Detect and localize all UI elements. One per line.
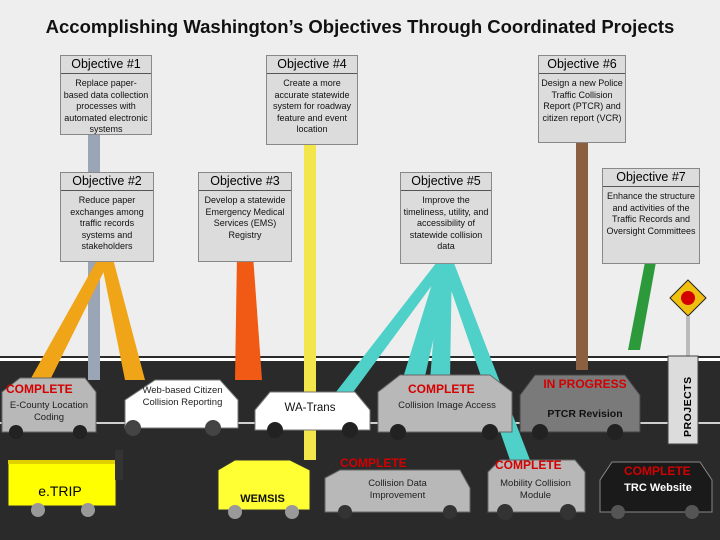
objective-5-box: Objective #5 Improve the timeliness, uti… [400,172,492,264]
project-watrans: WA-Trans [270,402,350,414]
objective-3-box: Objective #3 Develop a statewide Emergen… [198,172,292,262]
objective-7-box: Objective #7 Enhance the structure and a… [602,168,700,264]
objective-3-text: Develop a statewide Emergency Medical Se… [199,191,291,243]
objective-4-heading: Objective #4 [267,56,357,74]
post-objective-6 [576,140,588,370]
status-trc: COMPLETE [624,464,691,478]
objective-2-text: Reduce paper exchanges among traffic rec… [61,191,153,255]
status-collision-image: COMPLETE [408,382,475,396]
projects-sign-post [686,316,690,356]
objective-6-text: Design a new Police Traffic Collision Re… [539,74,625,126]
objective-7-text: Enhance the structure and activities of … [603,187,699,239]
project-mobility: Mobility Collision Module [488,478,583,501]
project-collision-data: Collision Data Improvement [340,478,455,501]
objective-4-text: Create a more accurate statewide system … [267,74,357,138]
page-title: Accomplishing Washington’s Objectives Th… [0,16,720,38]
objective-6-heading: Objective #6 [539,56,625,74]
road-edge-line [0,358,720,361]
objective-4-box: Objective #4 Create a more accurate stat… [266,55,358,145]
post-objective-7 [628,262,656,350]
objective-2-heading: Objective #2 [61,173,153,191]
objective-3-heading: Objective #3 [199,173,291,191]
objective-1-heading: Objective #1 [61,56,151,74]
objective-5-text: Improve the timeliness, utility, and acc… [401,191,491,255]
post-objective-3 [235,255,262,380]
status-mobility: COMPLETE [495,458,562,472]
project-wemsis: WEMSIS [225,493,300,505]
project-web-citizen: Web-based Citizen Collision Reporting [135,385,230,408]
status-ptcr: IN PROGRESS [535,378,635,391]
project-ptcr: PTCR Revision [535,408,635,420]
project-etrip: e.TRIP [30,483,90,499]
project-trc: TRC Website [622,482,694,495]
project-ecounty: E-County Location Coding [4,400,94,423]
objective-7-heading: Objective #7 [603,169,699,187]
projects-sign-text: PROJECTS [682,376,694,437]
projects-sign-circle [681,291,695,305]
project-collision-image: Collision Image Access [395,400,499,412]
objective-1-text: Replace paper-based data collection proc… [61,74,151,138]
objective-6-box: Objective #6 Design a new Police Traffic… [538,55,626,143]
vehicle-wemsis [218,460,310,519]
status-collision-data: COMPLETE [340,456,407,470]
objective-1-box: Objective #1 Replace paper-based data co… [60,55,152,135]
objective-5-heading: Objective #5 [401,173,491,191]
objective-2-box: Objective #2 Reduce paper exchanges amon… [60,172,154,262]
status-ecounty: COMPLETE [6,382,73,396]
